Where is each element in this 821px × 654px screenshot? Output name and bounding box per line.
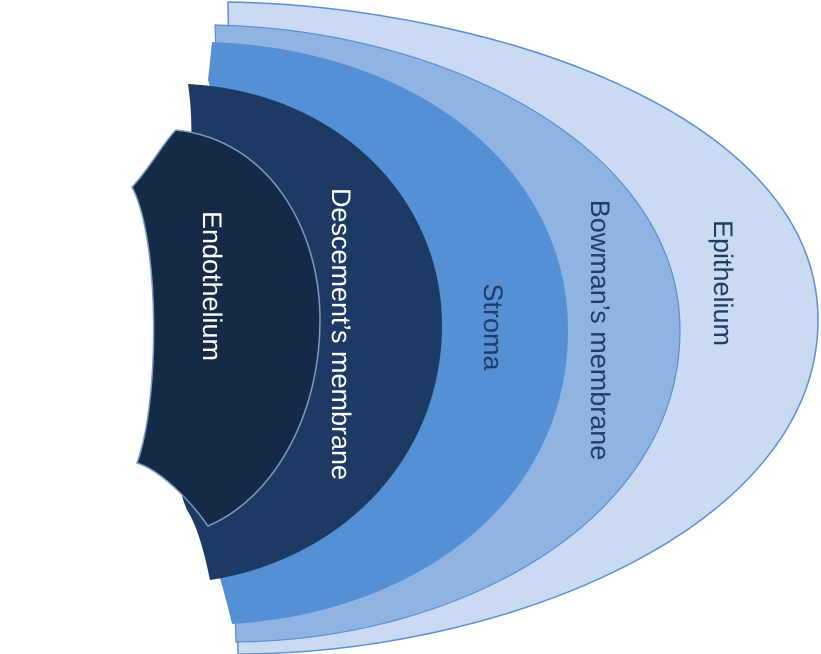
- stroma-label: Stroma: [478, 283, 508, 371]
- epithelium-label: Epithelium: [708, 220, 738, 346]
- endothelium-label: Endothelium: [197, 211, 227, 361]
- bowman-label: Bowman’s membrane: [585, 200, 615, 461]
- descemet-label: Descement’s membrane: [326, 188, 356, 480]
- endothelium-layer: [131, 129, 321, 527]
